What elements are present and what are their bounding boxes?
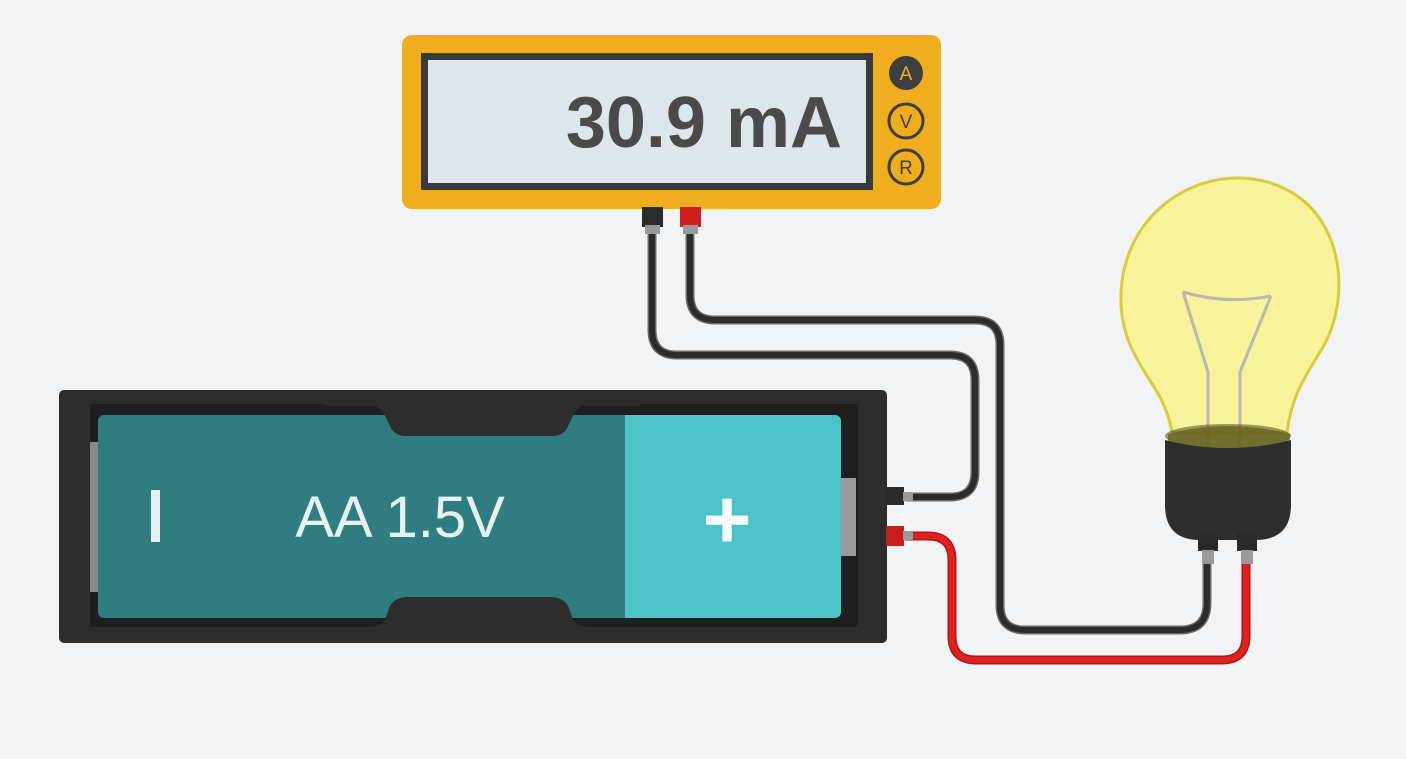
bulb-terminal-right[interactable] xyxy=(1237,533,1257,564)
aa-battery-cell: AA 1.5V + xyxy=(98,415,841,618)
multimeter[interactable]: 30.9 mA A V R xyxy=(402,35,941,234)
mode-button-a[interactable]: A xyxy=(889,56,923,90)
multimeter-display xyxy=(428,60,866,183)
battery-terminal-positive[interactable] xyxy=(886,526,913,546)
positive-symbol: + xyxy=(702,472,751,566)
positive-contact xyxy=(840,478,856,556)
probe-jack-com[interactable] xyxy=(642,207,663,234)
light-bulb[interactable] xyxy=(1119,176,1341,564)
mode-label-v: V xyxy=(900,112,913,133)
mode-button-r[interactable]: R xyxy=(887,148,925,186)
multimeter-reading: 30.9 mA xyxy=(566,83,842,163)
bulb-base xyxy=(1165,440,1291,540)
battery-label: AA 1.5V xyxy=(295,485,505,550)
holder-clip-bottom xyxy=(372,597,586,627)
battery-terminal-negative[interactable] xyxy=(886,487,913,505)
negative-contact xyxy=(90,442,98,592)
mode-label-a: A xyxy=(900,64,913,85)
bulb-terminal-left[interactable] xyxy=(1198,533,1218,564)
bulb-glass xyxy=(1119,176,1341,434)
wires xyxy=(647,230,1251,665)
bulb-filament xyxy=(1181,290,1273,450)
mode-label-r: R xyxy=(899,158,913,179)
negative-symbol xyxy=(151,490,160,542)
wire-battery-positive-to-bulb[interactable] xyxy=(901,531,1251,665)
probe-jack-ma[interactable] xyxy=(680,207,701,234)
battery-holder[interactable]: AA 1.5V + xyxy=(59,390,913,643)
mode-button-v[interactable]: V xyxy=(887,102,925,140)
